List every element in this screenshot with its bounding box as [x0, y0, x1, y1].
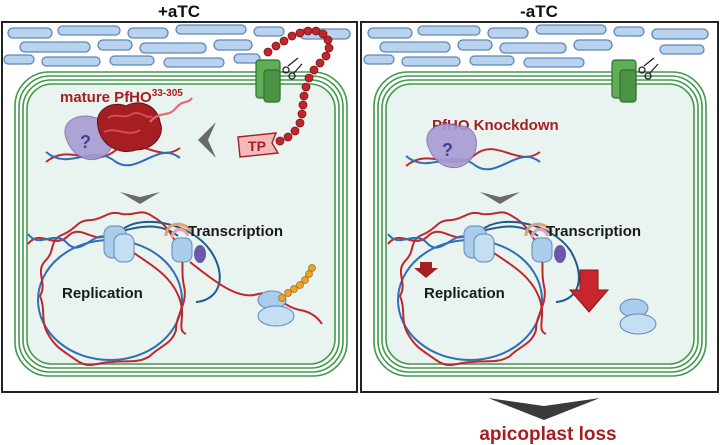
left-scissors-icon [282, 57, 303, 80]
right-rna-polymerase [524, 222, 566, 263]
left-translocon-icon [255, 59, 281, 103]
small-down-arrow-icon [414, 262, 438, 278]
outcome-chevron-down-icon [488, 398, 600, 420]
left-question-mark: ? [80, 132, 91, 152]
left-replication-protein [103, 225, 135, 263]
right-chevron-down-icon [480, 192, 520, 204]
left-precursor-protein-chain [263, 26, 334, 146]
right-er-membranes [363, 24, 709, 68]
right-replication-label: Replication [424, 285, 505, 302]
right-transcription-label: Transcription [546, 223, 641, 240]
right-question-mark: ? [442, 140, 453, 160]
chevron-left-icon [198, 122, 216, 158]
left-ribosome [257, 264, 316, 327]
mature-pfho-label: mature PfHO33-305 [60, 88, 183, 106]
left-panel: +aTC [1, 2, 358, 393]
right-panel-header: -aTC [520, 2, 558, 21]
left-transit-peptide-tag: TP [237, 132, 280, 158]
right-free-ribosome [619, 298, 657, 335]
left-replication-label: Replication [62, 285, 143, 302]
large-down-arrow-icon [568, 269, 610, 313]
right-replication-protein [463, 225, 495, 263]
left-transcription-label: Transcription [188, 223, 283, 240]
right-translocon-icon [611, 59, 637, 103]
apicoplast-loss-label: apicoplast loss [479, 424, 616, 445]
right-dna-helix-top [405, 148, 541, 171]
right-scissors-icon [638, 57, 659, 80]
left-circular-genome [27, 211, 187, 367]
right-unknown-factor: ? [426, 123, 477, 168]
left-panel-header: +aTC [158, 2, 200, 21]
right-panel: -aTC [360, 2, 719, 393]
left-chevron-down-icon [120, 192, 160, 204]
mature-pfho-protein [96, 97, 193, 152]
left-rna-polymerase [164, 222, 206, 263]
tp-label: TP [248, 138, 266, 154]
